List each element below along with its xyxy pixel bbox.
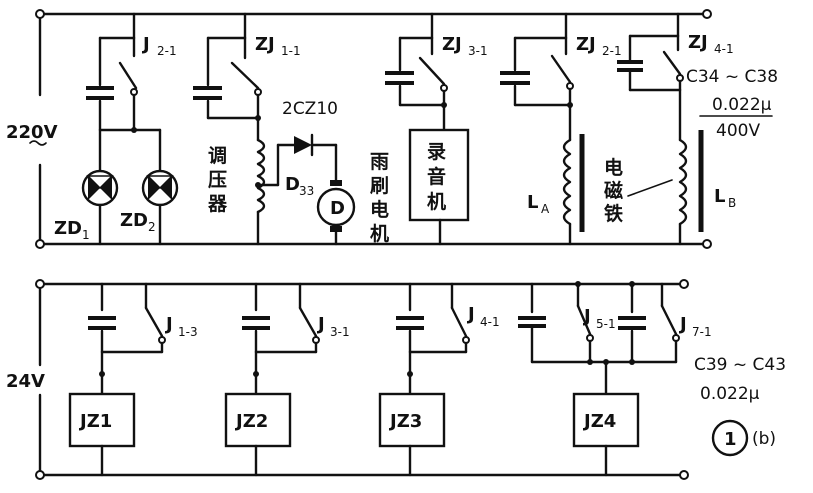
label-zj11-sub: 1-1 xyxy=(281,44,301,58)
top-circuit: 220V xyxy=(6,9,778,249)
label-wiper-2: 刷 xyxy=(370,175,389,197)
terminal xyxy=(35,239,45,249)
branch-jz2: JZ2 J 3-1 xyxy=(224,282,350,477)
label-j51: J xyxy=(582,306,591,327)
label-zd1-sub: 1 xyxy=(82,228,90,242)
branch-recorder: 录 音 机 ZJ 3-1 xyxy=(385,12,488,246)
label-recorder-2: 音 xyxy=(427,165,446,188)
label-j21: J xyxy=(141,34,150,55)
pointer-line xyxy=(627,179,673,197)
label-zj31-sub: 3-1 xyxy=(468,44,488,58)
label-wiper-3: 电 xyxy=(370,198,389,221)
label-j31-sub: 3-1 xyxy=(330,325,350,339)
wiper-motor xyxy=(316,187,356,227)
diode-2cz10 xyxy=(294,136,312,154)
label-j41-sub: 4-1 xyxy=(480,315,500,329)
label-cap-value-top: 0.022μ xyxy=(712,95,772,115)
terminal xyxy=(35,9,45,19)
regulator-coil xyxy=(256,138,266,214)
label-zd2-sub: 2 xyxy=(148,220,156,234)
coil-lb xyxy=(678,138,688,226)
motor-label: D xyxy=(330,198,345,219)
branch-jz1: JZ1 J 1-3 xyxy=(68,282,198,477)
label-d33-sub: 33 xyxy=(299,184,314,198)
branch-jz4: JZ4 J 5-1 J 7-1 xyxy=(518,281,712,477)
branch-lamps: J 2-1 ZD 1 ZD 2 xyxy=(54,12,179,246)
label-j21-sub: 2-1 xyxy=(157,44,177,58)
figure-number: 1 xyxy=(724,429,737,450)
label-zj31: ZJ xyxy=(442,34,462,55)
relay-jz2 xyxy=(224,392,292,448)
relay-jz3-label: JZ3 xyxy=(388,411,422,432)
voltage-label-24v: 24V xyxy=(6,371,45,392)
branch-jz3: JZ3 J 4-1 xyxy=(378,282,500,477)
label-zj21-sub: 2-1 xyxy=(602,44,622,58)
relay-jz3 xyxy=(378,392,446,448)
label-j41: J xyxy=(466,304,475,325)
label-recorder-1: 录 xyxy=(427,141,446,163)
label-magnet-3: 铁 xyxy=(604,202,623,225)
label-zj41: ZJ xyxy=(688,32,708,53)
relay-jz4-label: JZ4 xyxy=(582,411,616,432)
terminal xyxy=(702,9,712,19)
label-zd1: ZD xyxy=(54,218,82,239)
label-regulator-1: 调 xyxy=(208,145,227,167)
figure-suffix: (b) xyxy=(752,429,776,449)
switch-blade-zj31 xyxy=(418,56,446,86)
label-recorder-3: 机 xyxy=(427,191,446,213)
label-cap-voltage: 400V xyxy=(716,121,760,141)
label-j71-sub: 7-1 xyxy=(692,325,712,339)
label-zd2: ZD xyxy=(120,210,148,231)
label-j71: J xyxy=(678,314,687,335)
label-j13: J xyxy=(164,314,173,335)
branch-coil-la: L A ZJ 2-1 电 磁 铁 xyxy=(500,12,673,246)
label-magnet-2: 磁 xyxy=(604,179,623,202)
figure-number-circle xyxy=(711,419,749,457)
switch-blade-zj21 xyxy=(550,54,572,84)
label-la-sub: A xyxy=(541,202,550,216)
label-lb-sub: B xyxy=(728,196,736,210)
label-lb: L xyxy=(714,186,725,207)
label-zj11: ZJ xyxy=(255,34,275,55)
coil-la xyxy=(562,138,572,226)
label-cap-value-bottom: 0.022μ xyxy=(700,384,760,404)
label-j51-sub: 5-1 xyxy=(596,317,616,331)
label-regulator-2: 压 xyxy=(208,169,227,191)
label-diode: 2CZ10 xyxy=(282,99,338,119)
voltage-label-220v: 220V xyxy=(6,122,58,143)
label-magnet-1: 电 xyxy=(604,156,623,179)
label-zj41-sub: 4-1 xyxy=(714,42,734,56)
ac-symbol xyxy=(29,140,47,146)
label-j13-sub: 1-3 xyxy=(178,325,198,339)
branch-wiper: D ZJ 1-1 2CZ10 D 33 调 压 器 雨 刷 电 机 xyxy=(193,12,389,246)
label-j31: J xyxy=(316,314,325,335)
bottom-circuit: 24V JZ1 J 1-3 xyxy=(6,279,786,480)
label-zj21: ZJ xyxy=(576,34,596,55)
label-d33: D xyxy=(285,174,300,195)
label-cap-range-top: C34 ~ C38 xyxy=(686,67,778,87)
label-regulator-3: 器 xyxy=(207,193,228,215)
switch-blade-zj11 xyxy=(230,61,260,90)
relay-jz1-label: JZ1 xyxy=(78,411,112,432)
label-wiper-1: 雨 xyxy=(370,151,389,173)
switch-blade-zj41 xyxy=(662,50,682,76)
lamp-zd1 xyxy=(81,169,119,207)
lamp-zd2 xyxy=(141,169,179,207)
relay-jz4 xyxy=(572,392,640,448)
terminal xyxy=(702,239,712,249)
label-wiper-4: 机 xyxy=(370,223,389,245)
branch-coil-lb: L B ZJ 4-1 C34 ~ C38 0.022μ 400V xyxy=(617,12,778,246)
switch-blade-j21 xyxy=(118,61,138,90)
label-cap-range-bottom: C39 ~ C43 xyxy=(694,355,786,375)
relay-jz2-label: JZ2 xyxy=(234,411,268,432)
label-la: L xyxy=(527,192,538,213)
